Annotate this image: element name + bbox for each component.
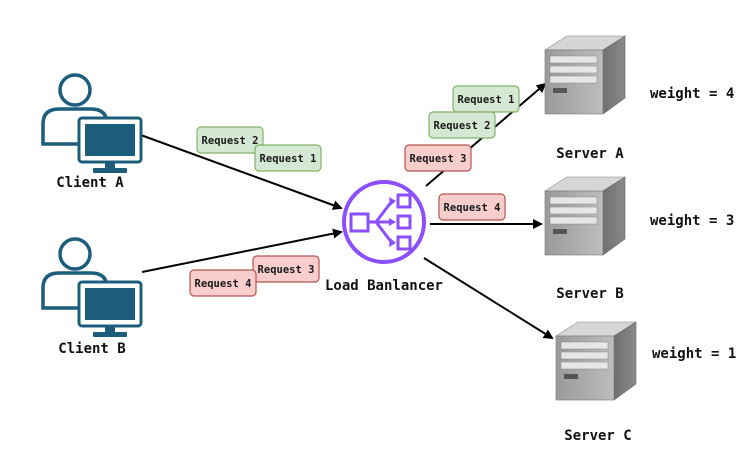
load-balancer: Load Banlancer	[325, 180, 443, 294]
user-computer-icon	[41, 237, 143, 339]
load-balancer-icon	[342, 180, 426, 264]
svg-text:Request 1: Request 1	[260, 153, 317, 165]
request-box-server-a-1: Request 1	[452, 85, 520, 113]
arrow-client-b-to-lb	[141, 228, 343, 273]
svg-text:Request 3: Request 3	[410, 153, 467, 165]
request-box-client-a-1: Request 1	[254, 144, 322, 172]
svg-text:Request 2: Request 2	[202, 135, 259, 147]
server-tower-icon	[544, 176, 626, 256]
server-a: Server A weight = 4	[544, 35, 734, 162]
server-b-weight: weight = 3	[650, 213, 734, 229]
client-b: Client B	[41, 237, 143, 357]
server-c-weight: weight = 1	[652, 346, 736, 362]
server-c: Server C weight = 1	[555, 321, 736, 444]
arrow-lb-to-server-c	[423, 257, 554, 340]
server-a-label: Server A	[556, 146, 624, 162]
client-a: Client A	[41, 73, 143, 191]
request-box-client-a-2: Request 2	[196, 126, 264, 154]
svg-text:Request 3: Request 3	[258, 264, 315, 276]
server-tower-icon	[544, 35, 626, 115]
svg-text:Request 2: Request 2	[434, 120, 491, 132]
client-b-label: Client B	[58, 341, 125, 357]
client-a-label: Client A	[56, 175, 124, 191]
svg-text:Request 4: Request 4	[195, 278, 252, 290]
request-box-client-b-4: Request 4	[189, 269, 257, 297]
load-balancer-label: Load Banlancer	[325, 278, 443, 294]
user-computer-icon	[41, 73, 143, 175]
request-box-server-a-2: Request 2	[428, 111, 496, 139]
request-box-server-b-4: Request 4	[438, 193, 506, 221]
request-box-server-a-3: Request 3	[404, 144, 472, 172]
server-c-label: Server C	[564, 428, 631, 444]
svg-text:Request 1: Request 1	[458, 94, 515, 106]
arrow-client-a-to-lb	[137, 133, 343, 210]
server-b: Server B weight = 3	[544, 176, 734, 302]
svg-text:Request 4: Request 4	[444, 202, 501, 214]
server-tower-icon	[555, 321, 637, 401]
server-b-label: Server B	[556, 286, 623, 302]
server-a-weight: weight = 4	[650, 86, 734, 102]
request-box-client-b-3: Request 3	[252, 255, 320, 283]
